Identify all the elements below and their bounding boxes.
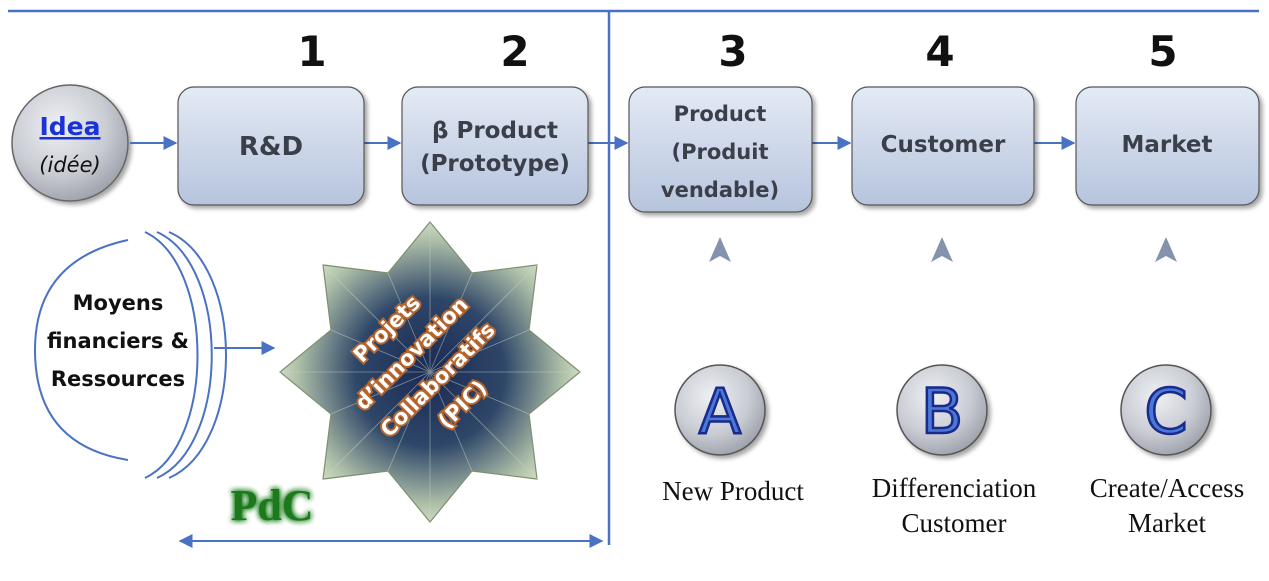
customer-box: Customer (851, 86, 1035, 206)
product-box: Product (Produit vendable) (628, 86, 813, 213)
up-arrow-b (931, 237, 953, 350)
stage-number-3: 3 (718, 27, 747, 76)
circle-a-letter: A (699, 375, 741, 448)
idea-circle (11, 84, 129, 202)
resources-line2: financiers & (47, 329, 189, 353)
resources-bracket (33, 231, 227, 479)
caption-a-line1: New Product (662, 476, 804, 506)
circle-b: B (896, 364, 988, 456)
idea-subtitle: (idée) (39, 153, 100, 177)
product-label-line1: Product (674, 102, 767, 126)
caption-c-line1: Create/Access (1090, 473, 1244, 503)
pic-star: Projets d’innovation Collaboratifs (PIC) (279, 221, 581, 523)
caption-b-line2: Customer (902, 508, 1007, 538)
circle-b-letter: B (921, 375, 964, 448)
beta-label-line2: (Prototype) (420, 151, 570, 177)
idea-node[interactable]: Idea (idée) (11, 84, 129, 202)
resources-line3: Ressources (51, 367, 185, 391)
product-label-line2: (Produit (672, 140, 769, 164)
stage-number-1: 1 (297, 27, 326, 76)
caption-c-line2: Market (1128, 508, 1206, 538)
stage-number-2: 2 (500, 27, 529, 76)
caption-b-line1: Differenciation (872, 473, 1037, 503)
stage-number-5: 5 (1148, 27, 1177, 76)
circle-a: A (674, 364, 766, 456)
up-arrow-c (1155, 237, 1177, 350)
pdc-label: PdC (230, 481, 313, 530)
idea-link[interactable]: Idea (39, 112, 100, 141)
rd-label: R&D (239, 132, 303, 162)
market-label: Market (1121, 132, 1212, 158)
rd-box: R&D (177, 86, 365, 206)
customer-label: Customer (881, 132, 1006, 158)
beta-label-line1: β Product (432, 118, 558, 144)
product-label-line3: vendable) (661, 178, 779, 202)
circle-c-letter: C (1144, 375, 1187, 448)
circle-c: C (1120, 364, 1212, 456)
resources-line1: Moyens (73, 291, 164, 315)
up-arrow-a (709, 237, 731, 350)
stage-number-4: 4 (925, 27, 954, 76)
market-box: Market (1075, 86, 1260, 206)
beta-product-box: β Product (Prototype) (401, 86, 589, 206)
